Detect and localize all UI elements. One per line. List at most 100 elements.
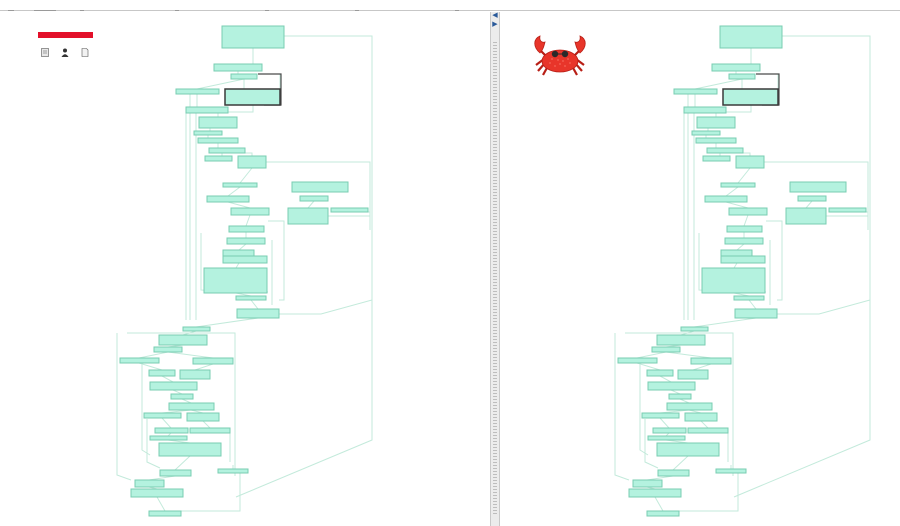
graph-node[interactable] <box>185 106 229 114</box>
graph-node[interactable] <box>222 182 258 188</box>
graph-node[interactable] <box>733 295 765 301</box>
graph-node[interactable] <box>291 181 349 193</box>
graph-node[interactable] <box>119 357 160 364</box>
graph-node[interactable] <box>149 435 188 441</box>
graph-node[interactable] <box>652 427 687 434</box>
pane-splitter[interactable]: ◀ ▶ <box>490 12 500 526</box>
graph-node[interactable] <box>235 295 267 301</box>
graph-node[interactable] <box>203 267 268 294</box>
graph-node[interactable] <box>193 130 223 136</box>
graph-node[interactable] <box>632 479 663 488</box>
graph-node[interactable] <box>148 510 182 517</box>
control-flow-graph[interactable] <box>0 12 490 526</box>
graph-node[interactable] <box>687 427 729 434</box>
graph-node[interactable] <box>711 63 761 72</box>
graph-node[interactable] <box>726 225 763 233</box>
graph-node[interactable] <box>158 334 208 346</box>
graph-node[interactable] <box>720 249 753 257</box>
graph-node[interactable] <box>704 195 748 203</box>
collapse-right-button[interactable]: ▶ <box>492 21 498 28</box>
graph-node[interactable] <box>734 308 778 319</box>
graph-node[interactable] <box>182 326 211 332</box>
graph-node[interactable] <box>719 25 783 49</box>
promo-item[interactable] <box>78 48 92 58</box>
toolbar-handle[interactable] <box>34 10 56 11</box>
graph-node[interactable] <box>728 73 756 80</box>
graph-node-selected[interactable] <box>722 88 779 106</box>
splitter-grip[interactable] <box>493 42 497 516</box>
graph-node[interactable] <box>208 147 246 154</box>
graph-node[interactable] <box>134 479 165 488</box>
promo-strip[interactable] <box>38 32 93 38</box>
graph-node[interactable] <box>197 137 239 144</box>
graph-node[interactable] <box>158 442 222 457</box>
graph-node[interactable] <box>677 369 709 380</box>
graph-node[interactable] <box>701 267 766 294</box>
graph-view-left[interactable] <box>0 12 490 526</box>
graph-node[interactable] <box>222 255 268 264</box>
graph-node[interactable] <box>646 510 680 517</box>
graph-node[interactable] <box>130 488 184 498</box>
graph-node[interactable] <box>230 73 258 80</box>
graph-view-right[interactable] <box>500 12 900 526</box>
toolbar-handle[interactable] <box>265 10 269 11</box>
graph-node[interactable] <box>148 369 176 377</box>
graph-node[interactable] <box>192 357 234 365</box>
toolbar-handle[interactable] <box>355 10 359 11</box>
graph-node[interactable] <box>628 488 682 498</box>
graph-node[interactable] <box>168 402 215 411</box>
graph-node[interactable] <box>230 207 270 216</box>
graph-node[interactable] <box>651 346 681 353</box>
graph-node[interactable] <box>691 130 721 136</box>
graph-node[interactable] <box>330 207 369 213</box>
toolbar-handle[interactable] <box>8 10 14 11</box>
graph-node[interactable] <box>680 326 709 332</box>
promo-item[interactable] <box>58 48 72 58</box>
graph-node[interactable] <box>706 147 744 154</box>
graph-node[interactable] <box>149 381 198 391</box>
toolbar-handle[interactable] <box>80 10 84 11</box>
graph-layer[interactable] <box>614 25 871 517</box>
graph-node[interactable] <box>724 237 764 245</box>
graph-node[interactable] <box>221 25 285 49</box>
graph-node[interactable] <box>617 357 658 364</box>
graph-node[interactable] <box>666 402 713 411</box>
control-flow-graph[interactable] <box>500 12 900 526</box>
graph-node[interactable] <box>217 468 249 474</box>
graph-node[interactable] <box>647 381 696 391</box>
graph-node[interactable] <box>797 195 827 202</box>
graph-node[interactable] <box>299 195 329 202</box>
graph-node[interactable] <box>684 412 718 422</box>
graph-node[interactable] <box>143 412 182 419</box>
graph-node[interactable] <box>735 155 765 169</box>
graph-node[interactable] <box>695 137 737 144</box>
graph-node[interactable] <box>647 435 686 441</box>
graph-node[interactable] <box>696 116 736 129</box>
graph-node[interactable] <box>720 182 756 188</box>
graph-node[interactable] <box>785 207 827 225</box>
toolbar-handle[interactable] <box>455 10 459 11</box>
graph-node[interactable] <box>715 468 747 474</box>
graph-node[interactable] <box>646 369 674 377</box>
promo-item[interactable] <box>38 48 52 58</box>
graph-node[interactable] <box>198 116 238 129</box>
graph-node[interactable] <box>213 63 263 72</box>
graph-node[interactable] <box>656 334 706 346</box>
graph-node[interactable] <box>179 369 211 380</box>
graph-node[interactable] <box>189 427 231 434</box>
graph-node[interactable] <box>222 249 255 257</box>
graph-node[interactable] <box>789 181 847 193</box>
graph-node[interactable] <box>702 155 731 162</box>
graph-node[interactable] <box>170 393 194 400</box>
graph-node[interactable] <box>159 469 192 477</box>
graph-node[interactable] <box>690 357 732 365</box>
graph-layer[interactable] <box>116 25 373 517</box>
graph-node[interactable] <box>668 393 692 400</box>
collapse-left-button[interactable]: ◀ <box>492 12 498 19</box>
graph-node[interactable] <box>657 469 690 477</box>
graph-node[interactable] <box>828 207 867 213</box>
graph-node[interactable] <box>154 427 189 434</box>
graph-node[interactable] <box>673 88 718 95</box>
graph-node[interactable] <box>656 442 720 457</box>
graph-node-selected[interactable] <box>224 88 281 106</box>
